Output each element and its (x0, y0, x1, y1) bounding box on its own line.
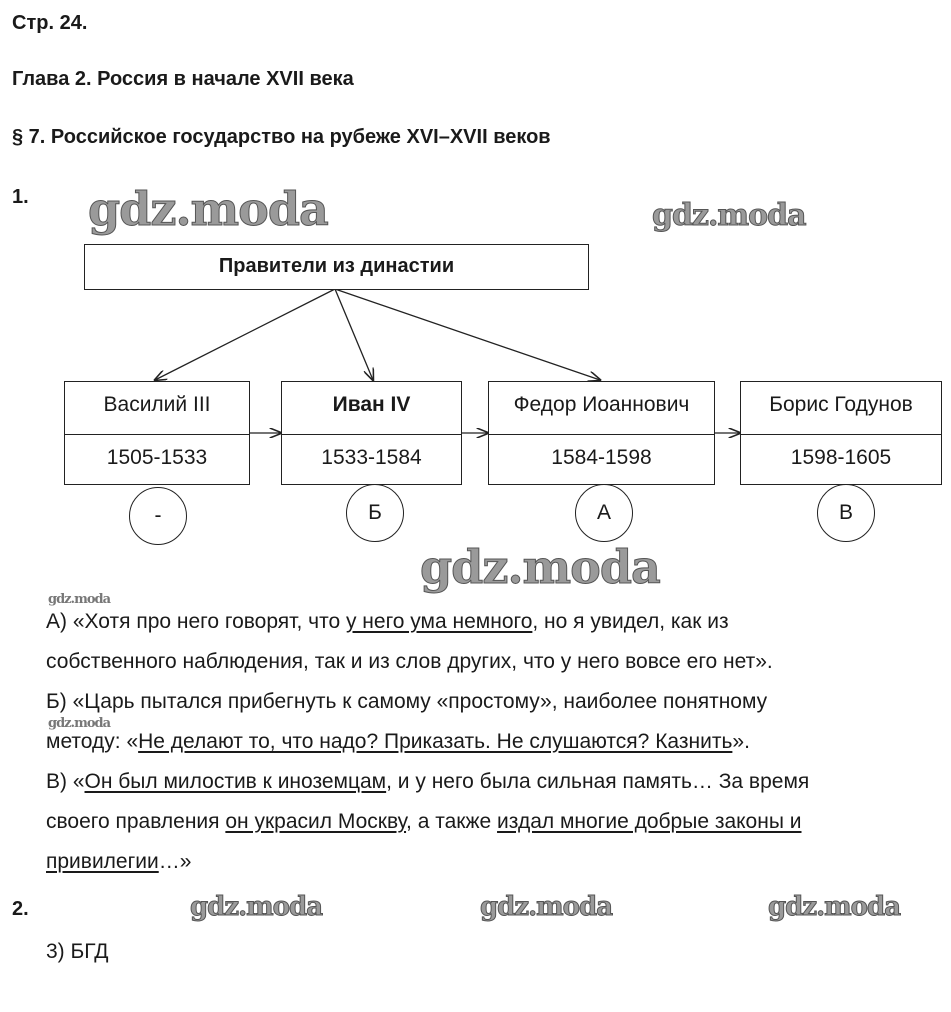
ruler-box-fedor: Федор Иоаннович 1584-1598 (488, 381, 715, 485)
diagram-title-box: Правители из династии (84, 244, 589, 290)
quote-v-line-1: В) «Он был милостив к иноземцам, и у нег… (46, 770, 810, 793)
task-2-answer: 3) БГД (46, 940, 109, 963)
answer-circle: - (129, 487, 187, 545)
page-label: Стр. 24. (12, 12, 88, 34)
quote-a-line-1: А) «Хотя про него говорят, что у него ум… (46, 610, 729, 633)
quote-a-line-2: собственного наблюдения, так и из слов д… (46, 650, 773, 673)
chapter-heading: Глава 2. Россия в начале XVII века (12, 68, 354, 90)
ruler-name: Федор Иоаннович (489, 382, 714, 435)
quote-v-line-2: своего правления он украсил Москву, а та… (46, 810, 802, 833)
quote-b-line-1: Б) «Царь пытался прибегнуть к самому «пр… (46, 690, 768, 713)
watermark: gdz.moda (652, 198, 808, 234)
watermark: gdz.moda (88, 182, 330, 237)
ruler-name: Василий III (65, 382, 249, 435)
answer-circle: В (817, 484, 875, 542)
diagram-arrows (0, 288, 951, 600)
section-heading: § 7. Российское государство на рубеже XV… (12, 126, 551, 148)
ruler-box-ivan: Иван IV 1533-1584 (281, 381, 462, 485)
watermark: gdz.moda (767, 892, 901, 923)
ruler-years: 1584-1598 (551, 446, 652, 469)
task-1-number: 1. (12, 186, 29, 208)
watermark: gdz.moda (189, 892, 323, 923)
quote-v-line-3: привилегии…» (46, 850, 192, 873)
ruler-name: Борис Годунов (741, 382, 941, 435)
watermark: gdz.moda (48, 592, 111, 607)
watermark: gdz.moda (479, 892, 613, 923)
watermark: gdz.moda (420, 540, 662, 595)
watermark: gdz.moda (48, 716, 111, 731)
task-2-number: 2. (12, 898, 29, 920)
ruler-name: Иван IV (282, 382, 461, 435)
ruler-years: 1598-1605 (790, 446, 892, 469)
quote-b-line-2: методу: «Не делают то, что надо? Приказа… (46, 730, 750, 753)
ruler-years: 1505-1533 (106, 446, 208, 469)
ruler-box-vasily: Василий III 1505-1533 (64, 381, 250, 485)
ruler-years: 1533-1584 (321, 446, 422, 469)
answer-circle: А (575, 484, 633, 542)
ruler-box-boris: Борис Годунов 1598-1605 (740, 381, 942, 485)
answer-circle: Б (346, 484, 404, 542)
